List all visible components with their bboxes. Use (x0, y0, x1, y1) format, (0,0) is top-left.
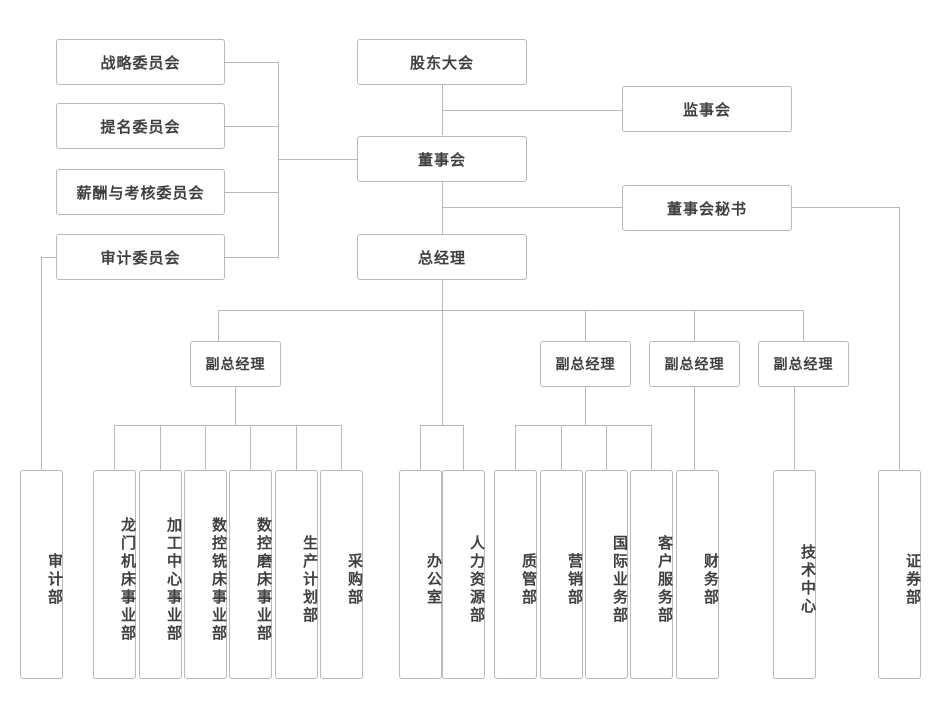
connector-to-cnc-milling (205, 425, 206, 470)
node-dept-human-resources[interactable]: 人力资源部 (442, 470, 485, 679)
connector-shareholders-to-supervisors (442, 110, 622, 111)
node-dept-technology-center[interactable]: 技术中心 (773, 470, 816, 679)
connector-bus-to-deputy-1 (218, 310, 219, 341)
connector-to-hr (463, 425, 464, 470)
connector-gm-stem (442, 280, 443, 311)
connector-gm-direct-stem (442, 310, 443, 425)
connector-to-longmen (114, 425, 115, 470)
connector-to-production-plan (296, 425, 297, 470)
connector-deputy1-stem (235, 382, 236, 425)
node-dept-customer-service[interactable]: 客户服务部 (630, 470, 673, 679)
node-dept-finance[interactable]: 财务部 (676, 470, 719, 679)
node-dept-cnc-grinding[interactable]: 数控磨床事业部 (229, 470, 272, 679)
connector-to-office (420, 425, 421, 470)
node-board-of-directors[interactable]: 董事会 (357, 136, 527, 182)
connector-to-customer-service (651, 425, 652, 470)
node-strategy-committee[interactable]: 战略委员会 (56, 39, 225, 85)
connector-to-purchasing (341, 425, 342, 470)
connector-audit-committee-left (41, 257, 57, 258)
connector-deputy4-to-tech-center (794, 382, 795, 470)
connector-board-to-secretary (442, 207, 622, 208)
node-board-secretary[interactable]: 董事会秘书 (622, 185, 792, 231)
node-deputy-gm-2[interactable]: 副总经理 (540, 341, 631, 387)
node-dept-securities[interactable]: 证券部 (878, 470, 921, 679)
node-deputy-gm-3[interactable]: 副总经理 (649, 341, 740, 387)
connector-to-international (606, 425, 607, 470)
connector-to-machining-center (160, 425, 161, 470)
connector-to-marketing (561, 425, 562, 470)
node-general-manager[interactable]: 总经理 (357, 234, 527, 280)
connector-deputy3-to-finance (694, 382, 695, 470)
node-shareholders-meeting[interactable]: 股东大会 (357, 39, 527, 85)
connector-secretary-right (792, 207, 900, 208)
connector-to-quality (515, 425, 516, 470)
connector-audit-committee (225, 257, 278, 258)
node-dept-purchasing[interactable]: 采购部 (320, 470, 363, 679)
node-nomination-committee[interactable]: 提名委员会 (56, 103, 225, 149)
node-dept-longmen-machine-tool[interactable]: 龙门机床事业部 (93, 470, 136, 679)
connector-deputy2-bus (515, 425, 652, 426)
node-deputy-gm-1[interactable]: 副总经理 (190, 341, 281, 387)
node-dept-marketing[interactable]: 营销部 (540, 470, 583, 679)
connector-deputy-bus (218, 310, 804, 311)
connector-remuneration-committee (225, 192, 278, 193)
node-dept-office[interactable]: 办公室 (399, 470, 442, 679)
node-dept-international-business[interactable]: 国际业务部 (585, 470, 628, 679)
connector-deputy2-stem (585, 382, 586, 425)
node-dept-quality-management[interactable]: 质管部 (494, 470, 537, 679)
node-dept-machining-center[interactable]: 加工中心事业部 (139, 470, 182, 679)
node-dept-audit[interactable]: 审计部 (20, 470, 63, 679)
connector-nomination-committee (225, 126, 278, 127)
connector-board-to-gm (442, 182, 443, 234)
connector-committees-to-board (278, 159, 357, 160)
node-deputy-gm-4[interactable]: 副总经理 (758, 341, 849, 387)
connector-strategy-committee (225, 62, 278, 63)
node-dept-cnc-milling[interactable]: 数控铣床事业部 (184, 470, 227, 679)
node-board-of-supervisors[interactable]: 监事会 (622, 86, 792, 132)
connector-deputy1-bus (114, 425, 342, 426)
connector-bus-to-deputy-3 (694, 310, 695, 341)
node-audit-committee[interactable]: 审计委员会 (56, 234, 225, 280)
connector-bus-to-deputy-4 (803, 310, 804, 341)
connector-gm-direct-bus (420, 425, 464, 426)
connector-to-cnc-grinding (250, 425, 251, 470)
connector-bus-to-deputy-2 (585, 310, 586, 341)
connector-audit-committee-down (41, 257, 42, 470)
node-dept-production-planning[interactable]: 生产计划部 (275, 470, 318, 679)
connector-committee-spine (278, 62, 279, 258)
node-remuneration-committee[interactable]: 薪酬与考核委员会 (56, 169, 225, 215)
connector-secretary-down (899, 207, 900, 470)
